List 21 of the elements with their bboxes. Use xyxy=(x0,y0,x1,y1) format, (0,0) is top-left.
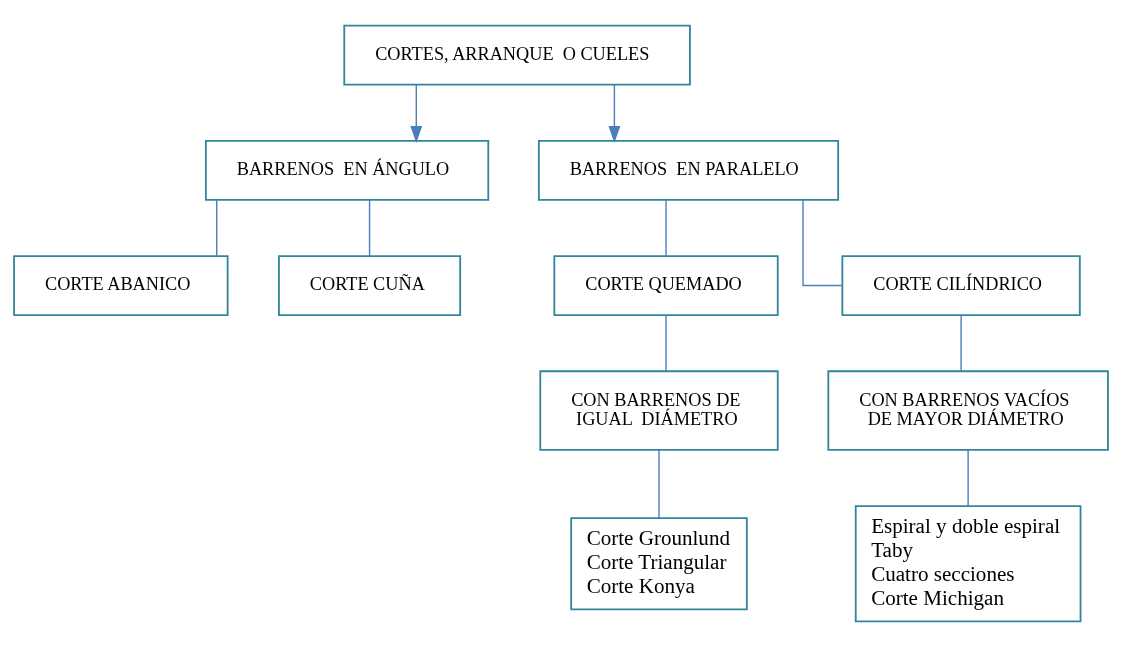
node-box: BARRENOS EN PARALELO xyxy=(537,139,840,201)
node-box: CORTE CUÑA xyxy=(278,254,462,316)
node-box: CORTE ABANICO xyxy=(13,254,229,316)
connector xyxy=(665,198,667,257)
connector xyxy=(368,198,371,257)
connector xyxy=(216,198,218,257)
connector xyxy=(658,448,660,519)
arrow xyxy=(410,83,423,143)
node-box: CON BARRENOS VACÍOS DE MAYOR DIÁMETRO xyxy=(827,369,1109,451)
connector xyxy=(802,198,843,286)
node-box: CON BARRENOS DE IGUAL DIÁMETRO xyxy=(539,369,779,451)
node-box: Corte Grounlund Corte Triangular Corte Konya xyxy=(570,516,748,610)
node-box: Espiral y doble espiral Taby Cuatro secciones Corte Michigan xyxy=(854,504,1082,622)
connector xyxy=(967,448,969,507)
node-box: CORTE QUEMADO xyxy=(553,254,779,316)
connector xyxy=(960,314,962,372)
node-box: BARRENOS EN ÁNGULO xyxy=(204,139,490,201)
node-box: CORTE CILÍNDRICO xyxy=(841,254,1081,316)
connector xyxy=(665,314,667,372)
node-box: CORTES, ARRANQUE O CUELES xyxy=(343,24,691,86)
arrow xyxy=(608,83,621,143)
